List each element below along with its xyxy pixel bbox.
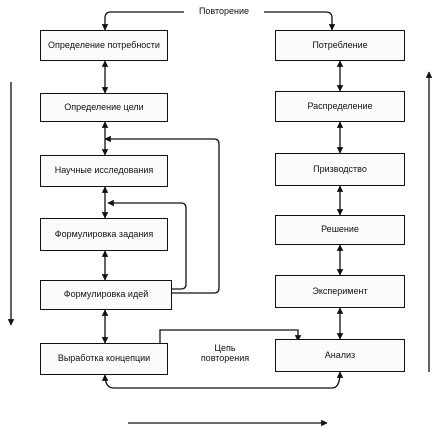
cycle-label-line1: Цепь: [214, 343, 236, 353]
box-scientific-research: Научные исследования: [40, 155, 168, 187]
top-repeat-label: Повторение: [184, 6, 264, 17]
box-experiment: Эксперимент: [275, 275, 405, 308]
feedback-inner-arrow: [107, 199, 187, 290]
box-task-formulation: Формулировка задания: [40, 218, 168, 251]
feedback-outer-arrow: [104, 135, 220, 294]
cycle-loop-arrow: [101, 371, 344, 389]
cycle-link-arrow: [159, 329, 302, 354]
box-distribution: Распределение: [275, 91, 405, 122]
cycle-label: Цепь повторения: [190, 343, 260, 364]
box-consumption: Потребление: [275, 30, 405, 61]
cycle-label-line2: повторения: [200, 353, 250, 364]
box-concept-development: Выработка концепции: [40, 343, 168, 375]
box-idea-formulation: Формулировка идей: [40, 280, 172, 310]
box-analysis: Анализ: [275, 339, 405, 372]
box-need-definition: Определение потребности: [40, 30, 168, 61]
box-decision: Решение: [275, 215, 405, 245]
box-production: Призводство: [275, 153, 405, 186]
box-goal-definition: Определение цели: [40, 93, 168, 122]
